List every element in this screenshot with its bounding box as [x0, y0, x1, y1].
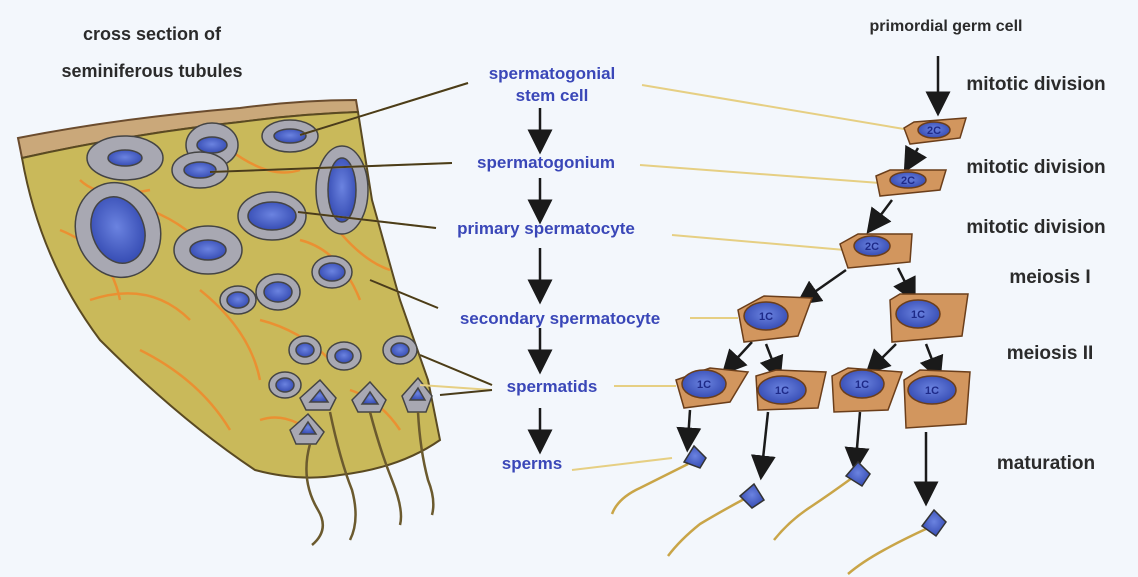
label-primary-spermatocyte: primary spermatocyte [457, 219, 635, 238]
stage-labels: spermatogonial stem cell spermatogonium … [457, 64, 660, 473]
ploidy-2c-3: 2C [865, 241, 879, 253]
label-primordial-germ-cell: primordial germ cell [870, 18, 1023, 35]
title-line2: seminiferous tubules [61, 61, 242, 81]
cell-1c-secondary-left [738, 296, 812, 342]
label-spermatogonium: spermatogonium [477, 153, 615, 172]
sperm-head-4 [922, 510, 946, 536]
section-title: cross section of seminiferous tubules [61, 24, 242, 81]
ploidy-1c-6: 1C [925, 385, 939, 397]
label-mitotic-division-2: mitotic division [966, 157, 1105, 178]
label-spermatids: spermatids [507, 377, 598, 396]
title-line1: cross section of [83, 24, 222, 44]
cell-1c-spermatid-4 [904, 370, 970, 428]
sperm-head-3 [846, 462, 870, 486]
ploidy-1c-5: 1C [855, 379, 869, 391]
label-stem-line2: stem cell [516, 86, 589, 105]
ploidy-2c-1: 2C [927, 125, 941, 137]
lineage-arrows [688, 56, 938, 494]
cell-1c-spermatid-2 [756, 370, 826, 410]
sperms [612, 446, 946, 574]
ploidy-1c-1: 1C [759, 311, 773, 323]
ploidy-1c-2: 1C [911, 309, 925, 321]
label-meiosis-2: meiosis II [1007, 343, 1094, 364]
sperm-head-2 [740, 484, 764, 508]
label-meiosis-1: meiosis I [1009, 267, 1090, 288]
lineage-cells [676, 118, 970, 428]
cell-1c-secondary-right [890, 294, 968, 342]
ploidy-1c-3: 1C [697, 379, 711, 391]
cell-1c-spermatid-1 [676, 368, 748, 408]
ploidy-2c-2: 2C [901, 175, 915, 187]
label-sperms: sperms [502, 454, 562, 473]
ploidy-1c-4: 1C [775, 385, 789, 397]
label-maturation: maturation [997, 453, 1095, 474]
label-mitotic-division-3: mitotic division [966, 217, 1105, 238]
label-secondary-spermatocyte: secondary spermatocyte [460, 309, 660, 328]
label-stem-line1: spermatogonial [489, 64, 616, 83]
label-mitotic-division-1: mitotic division [966, 74, 1105, 95]
